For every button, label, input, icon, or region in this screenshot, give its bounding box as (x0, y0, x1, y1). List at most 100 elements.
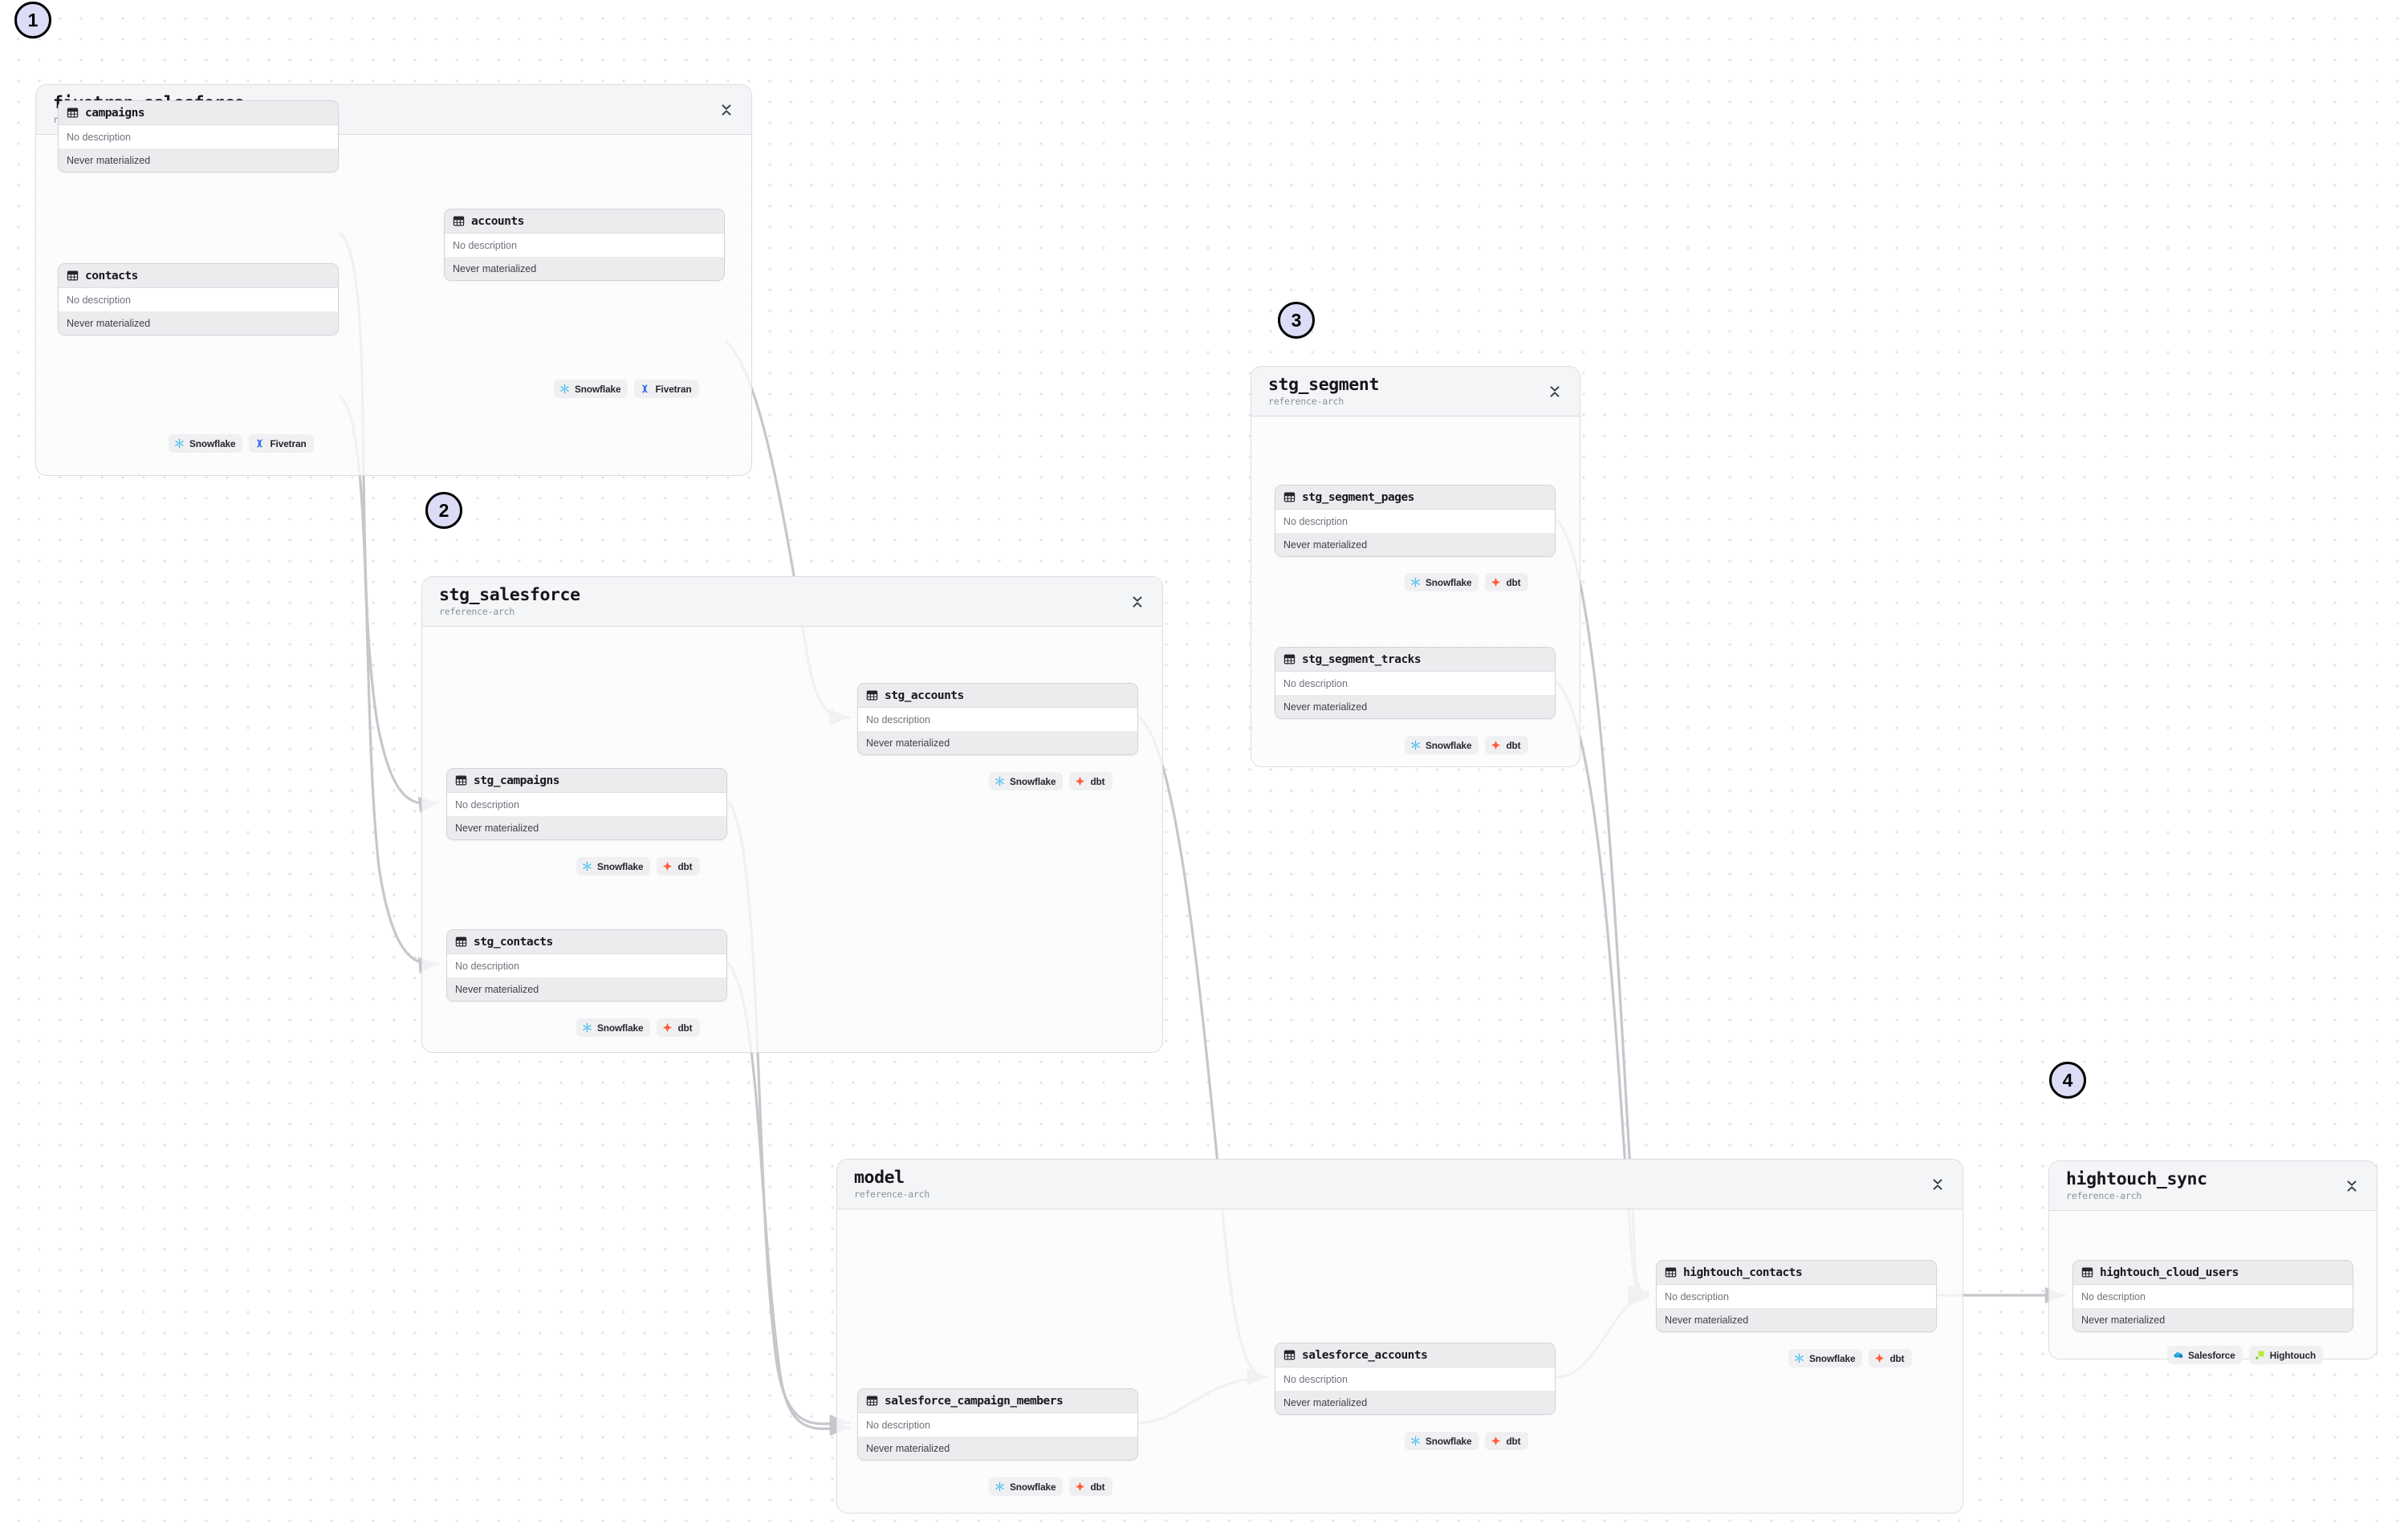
tag-snowflake[interactable]: Snowflake (1788, 1349, 1863, 1367)
node-title: hightouch_cloud_users (2100, 1266, 2239, 1279)
tag-label: dbt (1506, 576, 1521, 588)
node-header[interactable]: hightouch_cloud_users (2073, 1261, 2353, 1285)
tag-snowflake[interactable]: Snowflake (576, 857, 651, 876)
node-materialization: Never materialized (59, 148, 338, 172)
node-description: No description (858, 708, 1137, 731)
tag-label: Fivetran (270, 437, 307, 449)
tag-label: Snowflake (189, 437, 236, 449)
node-header[interactable]: accounts (445, 209, 724, 234)
dbt-icon (1076, 1481, 1085, 1492)
tag-snowflake[interactable]: Snowflake (1405, 573, 1479, 591)
node-title: salesforce_campaign_members (885, 1394, 1064, 1408)
hightouch-icon (2255, 1351, 2264, 1359)
node-tags-salesforce_accounts: Snowflake dbt (1405, 1432, 1528, 1450)
node-materialization: Never materialized (1275, 1391, 1555, 1414)
tag-fivetran[interactable]: Fivetran (249, 434, 314, 453)
node-header[interactable]: stg_campaigns (447, 769, 726, 793)
tag-snowflake[interactable]: Snowflake (169, 434, 243, 453)
node-tags-salesforce_campaign_members: Snowflake dbt (989, 1477, 1112, 1496)
node-title: stg_contacts (474, 935, 553, 949)
node-header[interactable]: stg_accounts (858, 684, 1137, 708)
node-tags-stg_segment_tracks: Snowflake dbt (1405, 736, 1528, 754)
node-materialization: Never materialized (2073, 1308, 2353, 1331)
collapse-vertical-icon[interactable] (2345, 1178, 2359, 1194)
table-icon (866, 1396, 878, 1406)
tag-fivetran[interactable]: Fivetran (634, 380, 699, 398)
collapse-vertical-icon[interactable] (719, 102, 734, 118)
collapse-vertical-icon[interactable] (1930, 1176, 1945, 1193)
collapse-vertical-icon[interactable] (1130, 594, 1145, 610)
tag-salesforce[interactable]: Salesforce (2167, 1346, 2243, 1364)
group-title: hightouch_sync (2066, 1169, 2207, 1189)
node-tags-hightouch_cloud_users: Salesforce Hightouch (2167, 1346, 2324, 1364)
tag-snowflake[interactable]: Snowflake (1405, 736, 1479, 754)
node-header[interactable]: stg_contacts (447, 930, 726, 954)
dbt-icon (1491, 577, 1501, 587)
node-title: campaigns (85, 106, 145, 120)
node-description: No description (447, 954, 726, 977)
snowflake-icon (1411, 577, 1420, 587)
group-title: stg_segment (1268, 375, 1379, 395)
tag-snowflake[interactable]: Snowflake (554, 380, 628, 398)
node-tags-stg_contacts: Snowflake dbt (576, 1018, 700, 1037)
node-description: No description (59, 125, 338, 148)
node-materialization: Never materialized (858, 1436, 1137, 1460)
tag-snowflake[interactable]: Snowflake (576, 1018, 651, 1037)
dbt-icon (1076, 776, 1085, 786)
tag-label: Hightouch (2269, 1349, 2316, 1361)
group-subtitle: reference-arch (854, 1188, 930, 1200)
tag-label: dbt (1506, 1435, 1521, 1447)
step-badge-4: 4 (2049, 1062, 2086, 1099)
tag-dbt[interactable]: dbt (657, 1018, 700, 1037)
collapse-vertical-icon[interactable] (1548, 384, 1562, 400)
tag-label: Snowflake (1426, 739, 1472, 751)
tag-label: dbt (1090, 1481, 1105, 1493)
node-header[interactable]: hightouch_contacts (1657, 1261, 1936, 1285)
tag-dbt[interactable]: dbt (657, 857, 700, 876)
tag-snowflake[interactable]: Snowflake (1405, 1432, 1479, 1450)
table-icon (1665, 1267, 1677, 1278)
dbt-icon (663, 1022, 673, 1033)
tag-snowflake[interactable]: Snowflake (989, 1477, 1064, 1496)
tag-dbt[interactable]: dbt (1069, 772, 1112, 790)
tag-dbt[interactable]: dbt (1485, 573, 1528, 591)
snowflake-icon (560, 384, 569, 394)
node-description: No description (1275, 1367, 1555, 1391)
tag-dbt[interactable]: dbt (1869, 1349, 1912, 1367)
node-header[interactable]: contacts (59, 264, 338, 288)
node-header[interactable]: salesforce_campaign_members (858, 1389, 1137, 1413)
tag-dbt[interactable]: dbt (1485, 736, 1528, 754)
snowflake-icon (995, 776, 1004, 786)
tag-snowflake[interactable]: Snowflake (989, 772, 1064, 790)
tag-hightouch[interactable]: Hightouch (2248, 1346, 2324, 1364)
node-description: No description (447, 793, 726, 816)
node-header[interactable]: stg_segment_tracks (1275, 648, 1555, 672)
node-description: No description (1275, 510, 1555, 533)
group-subtitle: reference-arch (439, 605, 515, 617)
tag-dbt[interactable]: dbt (1485, 1432, 1528, 1450)
snowflake-icon (583, 861, 592, 872)
node-header[interactable]: campaigns (59, 101, 338, 125)
tag-dbt[interactable]: dbt (1069, 1477, 1112, 1496)
node-header[interactable]: stg_segment_pages (1275, 486, 1555, 510)
node-description: No description (1657, 1285, 1936, 1308)
node-header[interactable]: salesforce_accounts (1275, 1343, 1555, 1367)
